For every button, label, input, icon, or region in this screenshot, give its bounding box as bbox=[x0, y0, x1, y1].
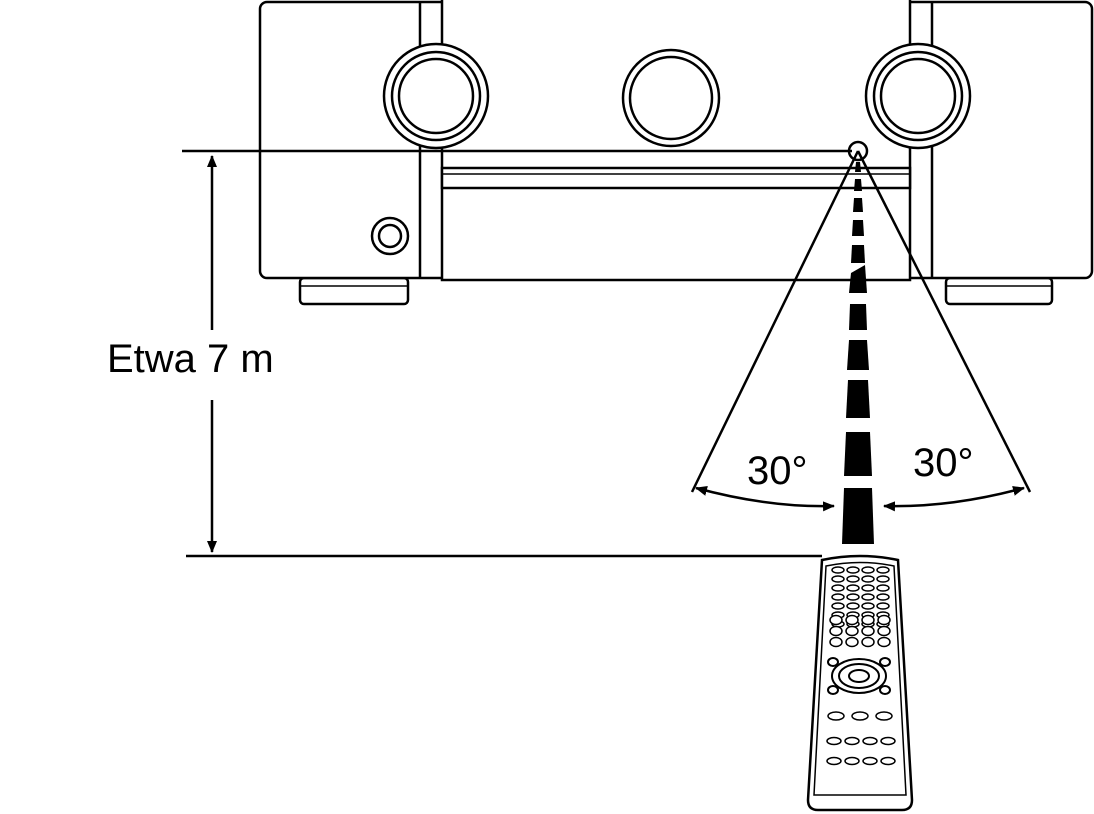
remote-button bbox=[875, 711, 893, 721]
remote-button bbox=[845, 636, 859, 648]
remote-button bbox=[844, 756, 860, 766]
remote-button bbox=[845, 625, 859, 637]
remote-button bbox=[831, 575, 845, 583]
remote-button bbox=[846, 593, 860, 601]
remote-button bbox=[876, 584, 890, 592]
remote-button bbox=[861, 584, 875, 592]
remote-button bbox=[861, 636, 875, 648]
receiver-foot-right bbox=[944, 276, 1054, 306]
remote-button bbox=[861, 602, 875, 610]
remote-button bbox=[861, 575, 875, 583]
remote-button bbox=[861, 625, 875, 637]
remote-buttons bbox=[826, 566, 896, 766]
remote-button bbox=[829, 636, 843, 648]
remote-button bbox=[831, 584, 845, 592]
remote-button bbox=[829, 625, 843, 637]
distance-label: Etwa 7 m bbox=[107, 337, 274, 381]
remote-button bbox=[851, 711, 869, 721]
remote-button bbox=[846, 602, 860, 610]
remote-button bbox=[877, 625, 891, 637]
av-receiver bbox=[258, 0, 1094, 306]
remote-button bbox=[880, 756, 896, 766]
headphone-jack bbox=[370, 216, 410, 256]
remote-button bbox=[829, 614, 843, 626]
ir-beam bbox=[842, 162, 874, 544]
remote-button bbox=[826, 736, 842, 746]
remote-button bbox=[861, 614, 875, 626]
remote-button bbox=[876, 566, 890, 574]
remote-button bbox=[846, 566, 860, 574]
remote-button bbox=[827, 711, 845, 721]
remote-button bbox=[845, 614, 859, 626]
remote-button bbox=[846, 575, 860, 583]
receiver-knob-left bbox=[382, 42, 490, 150]
angle-left-label: 30° bbox=[747, 449, 808, 493]
remote-button bbox=[844, 736, 860, 746]
reception-cone bbox=[690, 150, 1032, 493]
angle-arcs bbox=[695, 486, 1025, 512]
receiver-knob-right bbox=[864, 42, 972, 150]
remote-dpad bbox=[827, 657, 891, 695]
angle-right-label: 30° bbox=[913, 441, 974, 485]
angle-arc-right bbox=[883, 486, 1025, 512]
remote-button bbox=[877, 614, 891, 626]
receiver-knob-center bbox=[621, 48, 721, 148]
receiver-foot-left bbox=[298, 276, 410, 306]
angle-arc-left bbox=[695, 486, 835, 512]
remote-button bbox=[861, 593, 875, 601]
remote-button bbox=[846, 584, 860, 592]
remote-button bbox=[826, 756, 842, 766]
remote-button bbox=[876, 602, 890, 610]
remote-button bbox=[876, 575, 890, 583]
remote-button bbox=[862, 756, 878, 766]
remote-button bbox=[880, 736, 896, 746]
distance-dimension bbox=[182, 149, 852, 558]
remote-button bbox=[831, 593, 845, 601]
remote-button bbox=[831, 566, 845, 574]
remote-button bbox=[862, 736, 878, 746]
remote-button bbox=[831, 602, 845, 610]
remote-control bbox=[806, 554, 914, 812]
remote-button bbox=[861, 566, 875, 574]
remote-button bbox=[877, 636, 891, 648]
receiver-display bbox=[440, 166, 912, 190]
remote-button bbox=[876, 593, 890, 601]
